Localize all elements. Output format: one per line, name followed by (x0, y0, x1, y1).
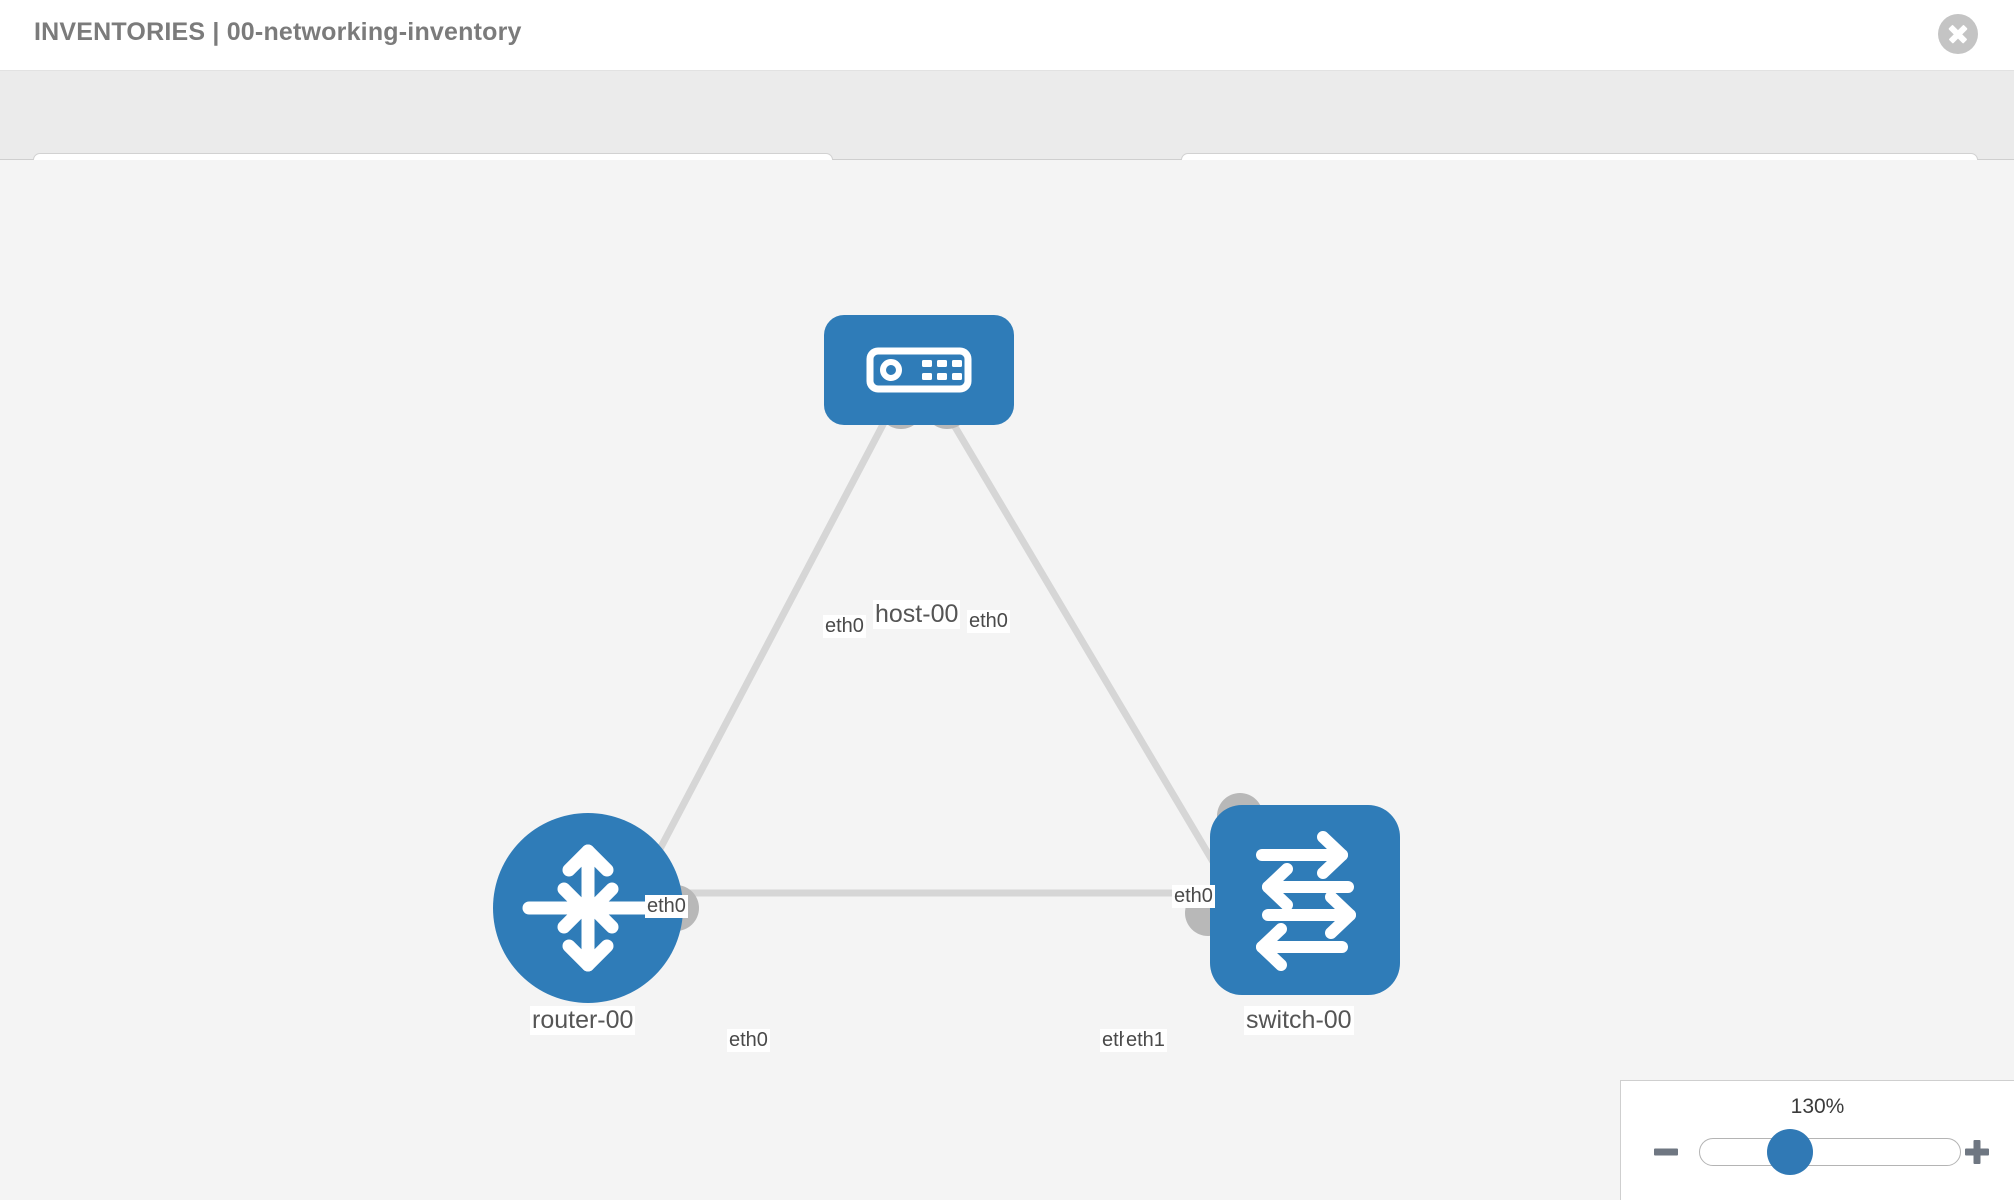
node-label-switch-00: switch-00 (1244, 1006, 1354, 1035)
edge-label-switch-up: eth0 (1172, 885, 1215, 908)
zoom-level-value: 130% (1790, 1095, 1845, 1118)
host-node-shape[interactable] (824, 315, 1014, 425)
edge-label-router-right: eth0 (727, 1029, 770, 1052)
edge-label-router-up: eth0 (645, 895, 688, 918)
topology-canvas[interactable]: host-00 eth0 eth0 (0, 160, 2014, 1200)
switch-arrows-icon (1256, 831, 1356, 971)
page-title: INVENTORIES | 00-networking-inventory (34, 18, 522, 46)
edge-label-switch-left-b: eth1 (1124, 1029, 1167, 1052)
link-host-router (636, 411, 892, 891)
edge-label-host-left: eth0 (823, 615, 866, 638)
node-label-host-00: host-00 (873, 600, 961, 629)
server-icon (866, 347, 972, 393)
close-icon[interactable] (1938, 14, 1978, 54)
node-host-00[interactable] (824, 315, 1014, 429)
zoom-slider-thumb[interactable] (1767, 1129, 1813, 1175)
node-switch-00[interactable] (1185, 793, 1400, 995)
topology-links (636, 411, 1232, 897)
router-arrows-icon (522, 844, 654, 972)
edge-label-switch-left-a: eth (1100, 1029, 1132, 1052)
link-host-switch (944, 411, 1232, 891)
toolbar: ACTIONS SEARCH (0, 70, 2014, 205)
zoom-control-panel: 130% (1620, 1080, 2014, 1200)
window-header: INVENTORIES | 00-networking-inventory (0, 0, 2014, 70)
zoom-in-button[interactable] (1962, 1137, 1992, 1167)
zoom-out-button[interactable] (1651, 1137, 1681, 1167)
plus-icon-v (1973, 1140, 1981, 1164)
minus-icon (1654, 1148, 1678, 1156)
node-label-router-00: router-00 (530, 1006, 636, 1035)
edge-label-host-right: eth0 (967, 610, 1010, 633)
switch-node-shape[interactable] (1210, 805, 1400, 995)
zoom-slider-track[interactable] (1699, 1138, 1961, 1166)
